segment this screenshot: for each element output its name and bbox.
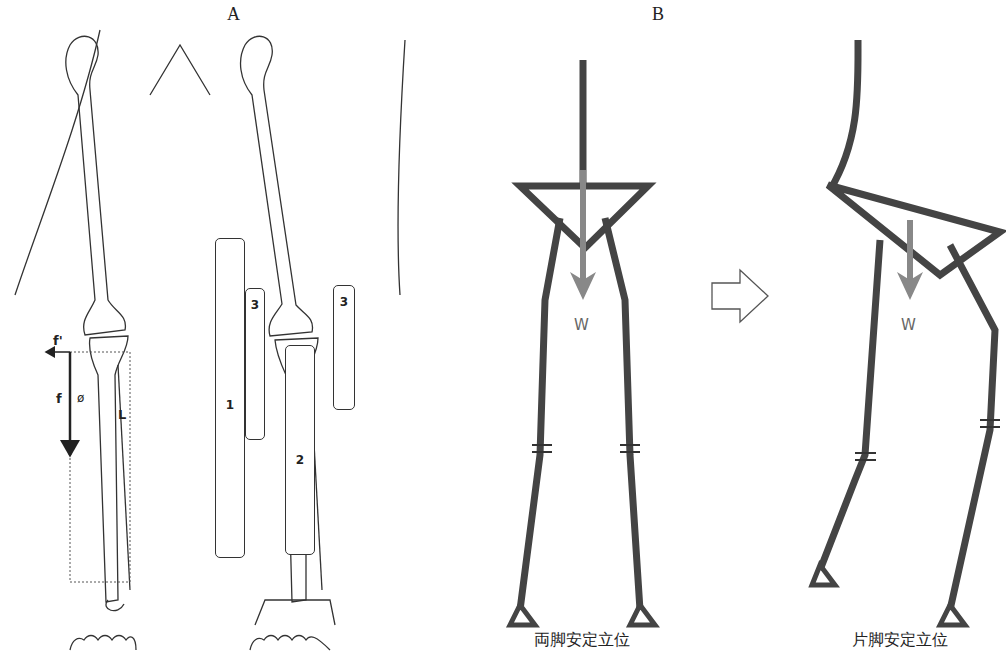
weight-label: W [901, 318, 916, 333]
caption: 片脚安定立位 [852, 632, 948, 648]
length-label: L [118, 408, 126, 421]
angle-label: ø [77, 392, 84, 404]
callout-number: 2 [296, 454, 304, 554]
panel-label: A [227, 5, 240, 23]
callout-number: 3 [340, 296, 348, 409]
muscle-bar: 1 [215, 238, 245, 558]
callout-number: 1 [226, 399, 234, 557]
force-label: f [56, 392, 62, 405]
force-label: f' [53, 334, 63, 347]
muscle-bar: 3 [333, 285, 355, 410]
weight-label: W [574, 318, 589, 333]
muscle-bar: 3 [245, 288, 265, 440]
muscle-bar: 2 [285, 345, 315, 555]
callout-number: 3 [251, 299, 259, 439]
panel-label: B [652, 5, 664, 23]
caption: 両脚安定立位 [534, 632, 630, 648]
